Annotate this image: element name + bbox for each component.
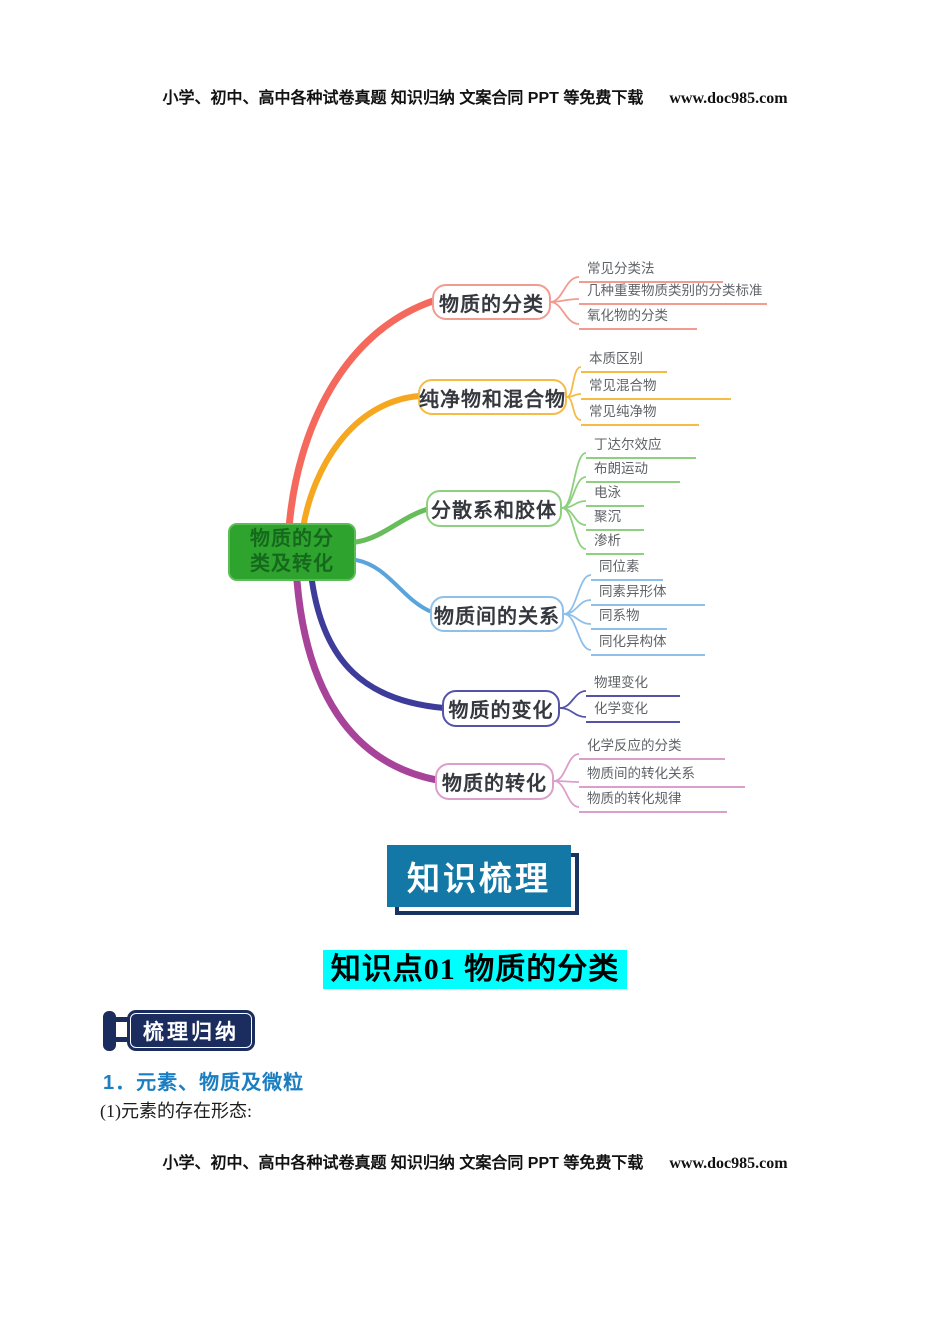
- leaf-node: 同化异构体: [591, 630, 705, 656]
- leaf-connector: [563, 613, 592, 651]
- leaf-connector: [566, 396, 582, 421]
- leaf-connector: [563, 599, 592, 615]
- branch-node-classification: 物质的分类: [432, 284, 551, 320]
- leaf-connector: [561, 476, 587, 509]
- header-url: www.doc985.com: [669, 90, 788, 107]
- branch-node-changes: 物质的变化: [442, 690, 560, 727]
- leaf-node: 几种重要物质类别的分类标准: [579, 279, 767, 305]
- branch-curve-relations: [354, 558, 434, 614]
- leaf-connector: [559, 690, 587, 709]
- leaf-node: 常见混合物: [581, 374, 731, 400]
- summary-badge: 梳理归纳: [127, 1010, 255, 1051]
- leaf-node: 渗析: [586, 529, 644, 555]
- badge-left-bar: [103, 1011, 116, 1051]
- leaf-connector: [563, 613, 592, 625]
- branch-node-pure-mixture: 纯净物和混合物: [418, 379, 567, 415]
- branch-curve-pure-mixture: [300, 393, 422, 531]
- mindmap-root-node: 物质的分 类及转化: [228, 523, 356, 581]
- leaf-node: 丁达尔效应: [586, 433, 696, 459]
- leaf-connector: [553, 780, 580, 783]
- badge-inner-border: [130, 1013, 252, 1048]
- leaf-connector: [549, 298, 580, 303]
- badge-connector: [113, 1017, 129, 1022]
- branch-node-transformation: 物质的转化: [435, 763, 554, 800]
- leaf-node: 同素异形体: [591, 580, 705, 606]
- leaf-connector: [561, 507, 587, 550]
- badge-label: 梳理归纳: [143, 1020, 239, 1044]
- footer-url: www.doc985.com: [669, 1155, 788, 1172]
- leaf-node: 常见分类法: [579, 257, 723, 283]
- branch-curve-classification: [285, 297, 437, 532]
- leaf-connector: [549, 301, 580, 325]
- branch-curve-changes: [309, 578, 447, 711]
- leaf-connector: [563, 574, 592, 615]
- leaf-connector: [561, 500, 587, 509]
- leaf-connector: [561, 507, 587, 526]
- leaf-node: 物质的转化规律: [579, 787, 727, 813]
- leaf-connector: [553, 780, 580, 808]
- footer-text: 小学、初中、高中各种试卷真题 知识归纳 文案合同 PPT 等免费下载: [162, 1155, 644, 1172]
- paragraph-text: (1)元素的存在形态:: [100, 1101, 252, 1121]
- leaf-connector: [561, 452, 587, 509]
- branch-node-dispersion: 分散系和胶体: [426, 490, 562, 527]
- leaf-node: 物理变化: [586, 671, 680, 697]
- branch-curve-transformation: [293, 577, 441, 784]
- leaf-node: 化学变化: [586, 697, 680, 723]
- leaf-node: 化学反应的分类: [579, 734, 725, 760]
- leaf-connector: [549, 276, 580, 303]
- leaf-node: 布朗运动: [586, 457, 680, 483]
- badge-connector: [113, 1037, 129, 1042]
- leaf-node: 电泳: [586, 481, 644, 507]
- leaf-connector: [566, 393, 582, 398]
- leaf-node: 同系物: [591, 604, 667, 630]
- leaf-connector: [553, 753, 580, 782]
- root-label-line2: 类及转化: [250, 553, 334, 575]
- leaf-node: 本质区别: [581, 347, 667, 373]
- knowledge-point-heading: 知识点01 物质的分类: [0, 944, 950, 989]
- subsection-heading: 1．元素、物质及微粒: [103, 1072, 305, 1094]
- leaf-node: 同位素: [591, 555, 663, 581]
- knowledge-banner: 知识梳理: [387, 845, 571, 907]
- page-footer: 小学、初中、高中各种试卷真题 知识归纳 文案合同 PPT 等免费下载 www.do…: [0, 1149, 950, 1173]
- header-text: 小学、初中、高中各种试卷真题 知识归纳 文案合同 PPT 等免费下载: [162, 90, 644, 107]
- leaf-connector: [566, 366, 582, 398]
- knowledge-point-title: 知识点01 物质的分类: [322, 950, 628, 989]
- leaf-node: 常见纯净物: [581, 400, 699, 426]
- leaf-connector: [559, 707, 587, 718]
- leaf-node: 氧化物的分类: [579, 304, 697, 330]
- leaf-node: 聚沉: [586, 505, 644, 531]
- branch-curve-dispersion: [353, 506, 431, 545]
- branch-node-relations: 物质间的关系: [430, 596, 564, 632]
- root-label-line1: 物质的分: [250, 528, 334, 550]
- leaf-node: 物质间的转化关系: [579, 762, 745, 788]
- page-header: 小学、初中、高中各种试卷真题 知识归纳 文案合同 PPT 等免费下载 www.do…: [0, 84, 950, 108]
